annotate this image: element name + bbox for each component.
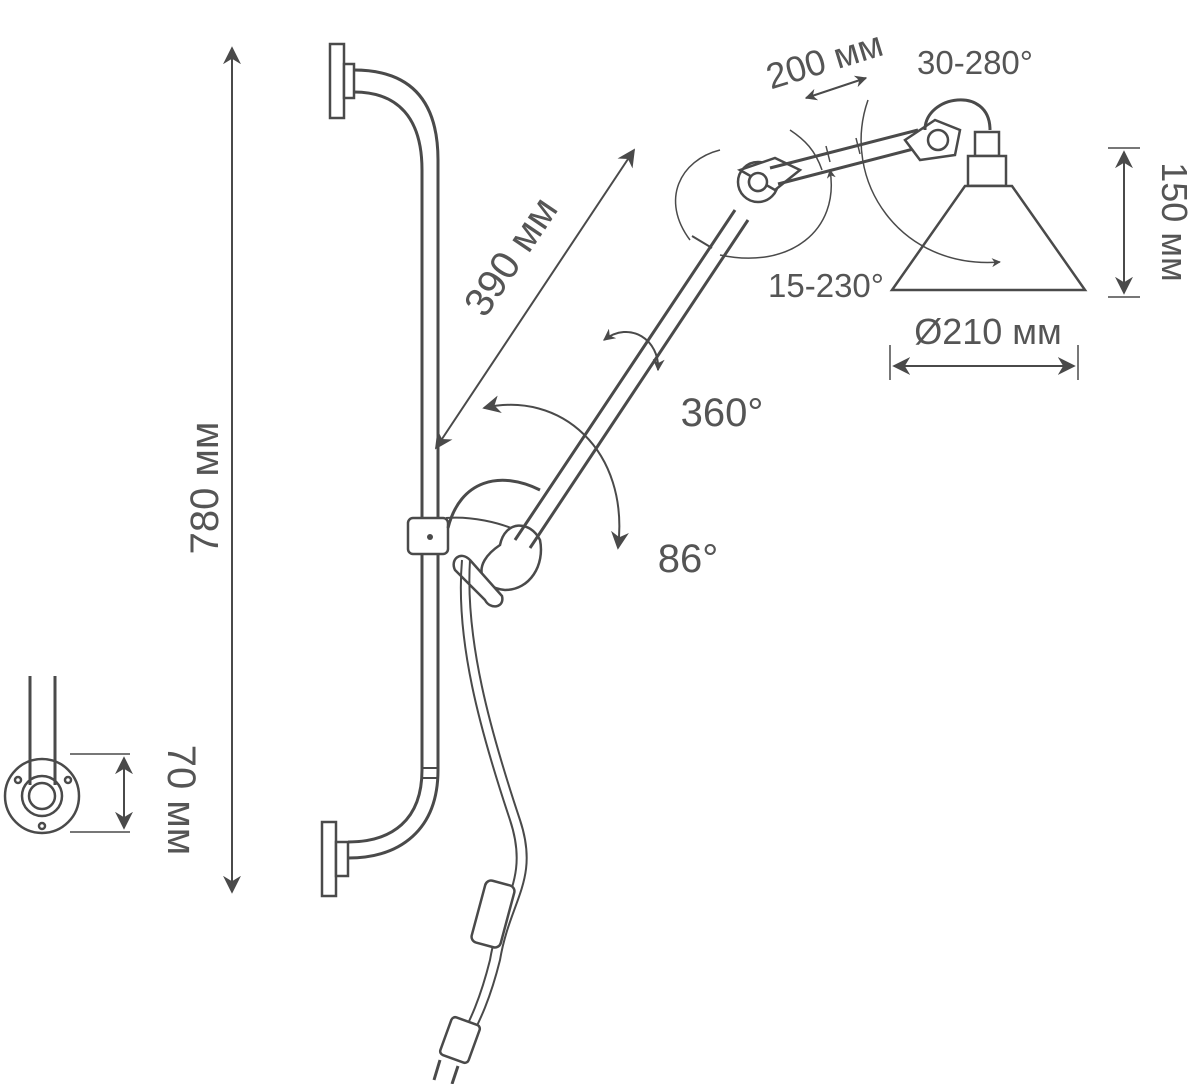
label-shade-height: 150 мм [1154,162,1195,282]
label-elbow-tilt: 15-230° [768,267,884,304]
label-arm-length: 390 мм [456,189,567,324]
dimension-lines [223,46,1140,894]
label-shade-diameter: Ø210 мм [914,311,1062,352]
label-base-rotation: 86° [658,537,719,581]
wall-rail [320,42,450,898]
mount-plate-detail [3,676,133,835]
power-cable [432,559,528,1084]
label-mount-plate: 70 мм [159,745,203,856]
label-shade-tilt: 30-280° [917,44,1033,81]
label-arm-rotation: 360° [681,391,764,435]
label-total-height: 780 мм [183,422,227,555]
lamp-arm [445,98,1088,608]
label-upper-arm: 200 мм [761,23,887,97]
